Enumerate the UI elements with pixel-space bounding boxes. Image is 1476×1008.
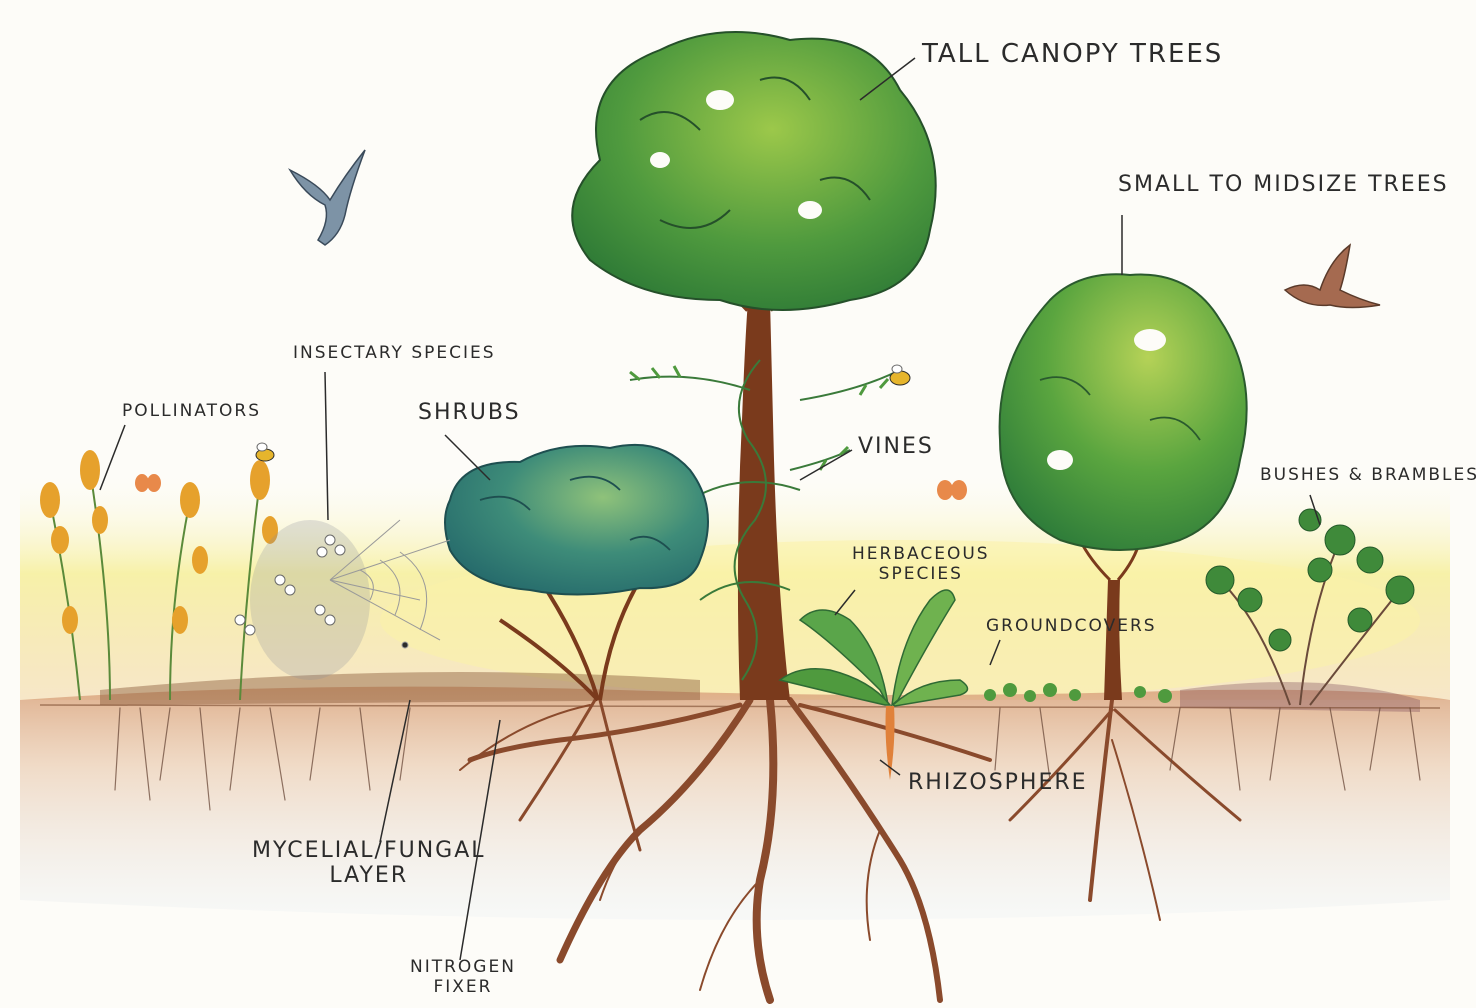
label-bushes-brambles: BUSHES & BRAMBLES (1260, 466, 1476, 486)
label-shrubs: SHRUBS (418, 400, 521, 425)
brown-bird-icon (1285, 245, 1380, 308)
label-mycelial-line1: MYCELIAL/FUNGAL (252, 838, 486, 863)
soil-layer (20, 672, 1450, 920)
label-nitrogen-line2: FIXER (410, 978, 516, 998)
label-small-to-midsize-trees: SMALL TO MIDSIZE TREES (1118, 172, 1449, 197)
sky-glow-band (20, 470, 1450, 700)
label-nitrogen-fixer: NITROGEN FIXER (410, 958, 516, 997)
label-herbaceous-species: HERBACEOUS SPECIES (852, 545, 990, 584)
label-mycelial-fungal-layer: MYCELIAL/FUNGAL LAYER (252, 838, 486, 889)
label-vines: VINES (858, 434, 934, 459)
label-nitrogen-line1: NITROGEN (410, 958, 516, 978)
blue-bird-icon (290, 150, 365, 245)
label-tall-canopy-trees: TALL CANOPY TREES (922, 40, 1223, 70)
label-rhizosphere: RHIZOSPHERE (908, 770, 1088, 795)
label-groundcovers: GROUNDCOVERS (986, 617, 1157, 637)
label-herbaceous-line1: HERBACEOUS (852, 545, 990, 565)
label-pollinators: POLLINATORS (122, 402, 261, 422)
label-mycelial-line2: LAYER (252, 863, 486, 888)
label-insectary-species: INSECTARY SPECIES (293, 344, 496, 364)
label-herbaceous-line2: SPECIES (852, 565, 990, 585)
